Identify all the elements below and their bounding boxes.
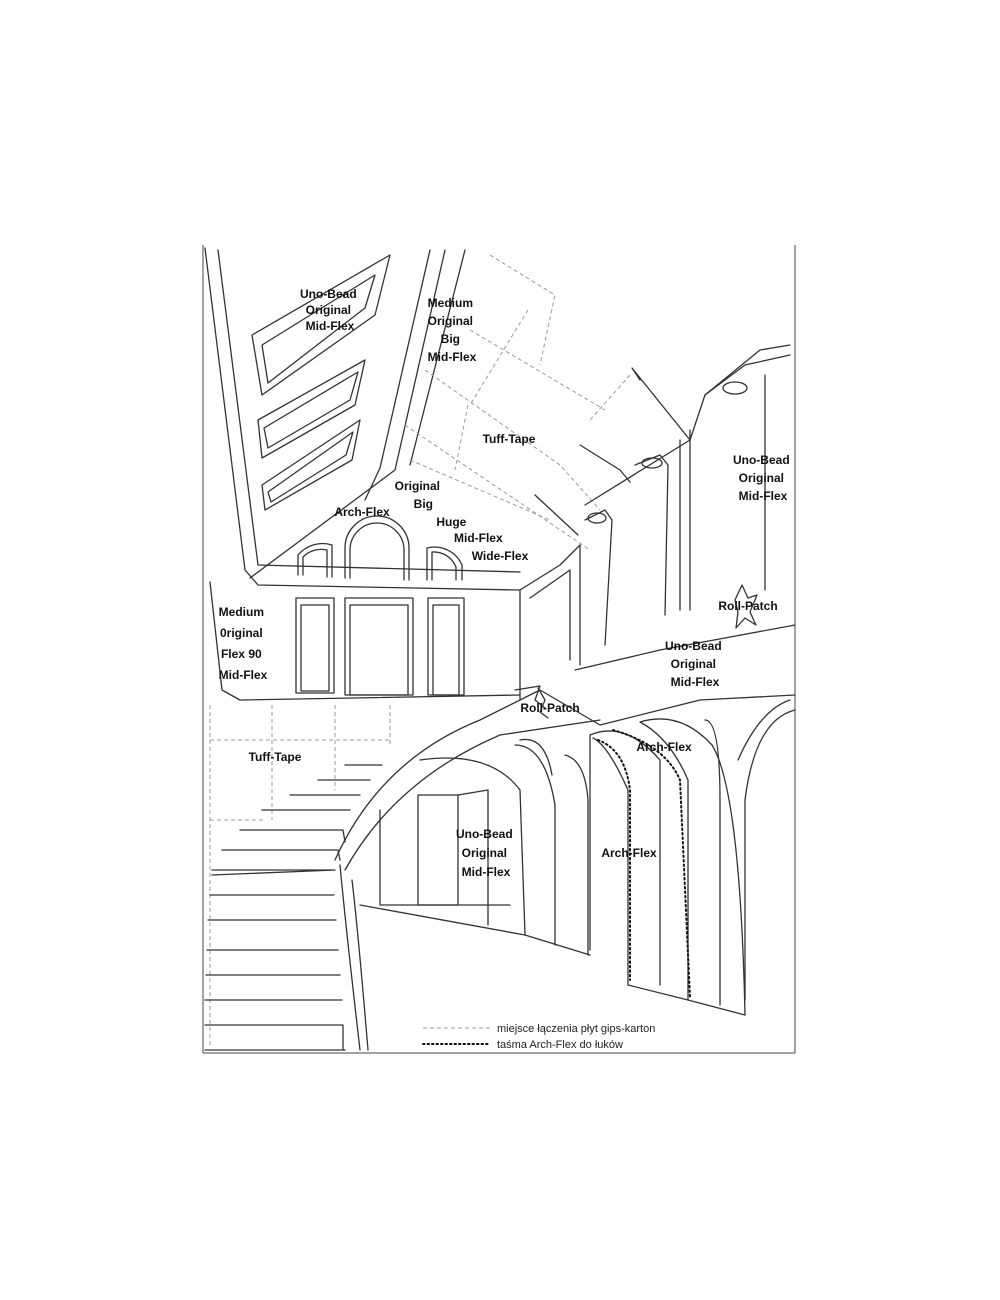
label-left-wall: Medium 0riginal Flex 90 Mid-Flex	[219, 605, 268, 682]
label-roll-patch-right: Roll-Patch	[718, 599, 777, 613]
label-arch-flex-top: Arch-Flex	[334, 505, 390, 519]
drawing-frame	[202, 245, 796, 1054]
label-ceiling-left: Uno-Bead Original Mid-Flex	[300, 287, 360, 333]
roll-patch-marks	[537, 584, 758, 719]
label-under-stairs: Uno-Bead Original Mid-Flex	[456, 827, 516, 879]
arch-doorways	[589, 699, 796, 1016]
label-tuff-tape-upper: Tuff-Tape	[483, 432, 536, 446]
balcony-pillars	[519, 344, 796, 671]
ceiling-linework	[204, 247, 521, 591]
legend: miejsce łączenia płyt gips-karton taśma …	[422, 1023, 655, 1051]
label-ceiling-lower: Original Big Huge Mid-Flex Wide-Flex	[395, 479, 529, 563]
label-right-wall-upper: Uno-Bead Original Mid-Flex	[733, 453, 793, 503]
left-wall-linework	[209, 581, 521, 1045]
label-roll-patch-center: Roll-Patch	[520, 701, 579, 715]
under-stairs-linework	[359, 738, 591, 956]
staircase-steps	[204, 764, 383, 1051]
label-arch-flex-mid: Arch-Flex	[636, 740, 692, 754]
legend-dashed-text: miejsce łączenia płyt gips-karton	[497, 1023, 655, 1035]
product-labels: Uno-Bead Original Mid-Flex Medium Origin…	[219, 287, 793, 879]
balcony-landing	[334, 685, 796, 1051]
label-arch-flex-lower: Arch-Flex	[601, 846, 657, 860]
label-tuff-tape-lower: Tuff-Tape	[249, 750, 302, 764]
legend-dotted-text: taśma Arch-Flex do łuków	[497, 1039, 623, 1051]
label-balcony-right: Uno-Bead Original Mid-Flex	[665, 639, 725, 689]
ceiling-panel-seams	[404, 254, 631, 551]
label-ceiling-center: Medium Original Big Mid-Flex	[428, 296, 477, 364]
